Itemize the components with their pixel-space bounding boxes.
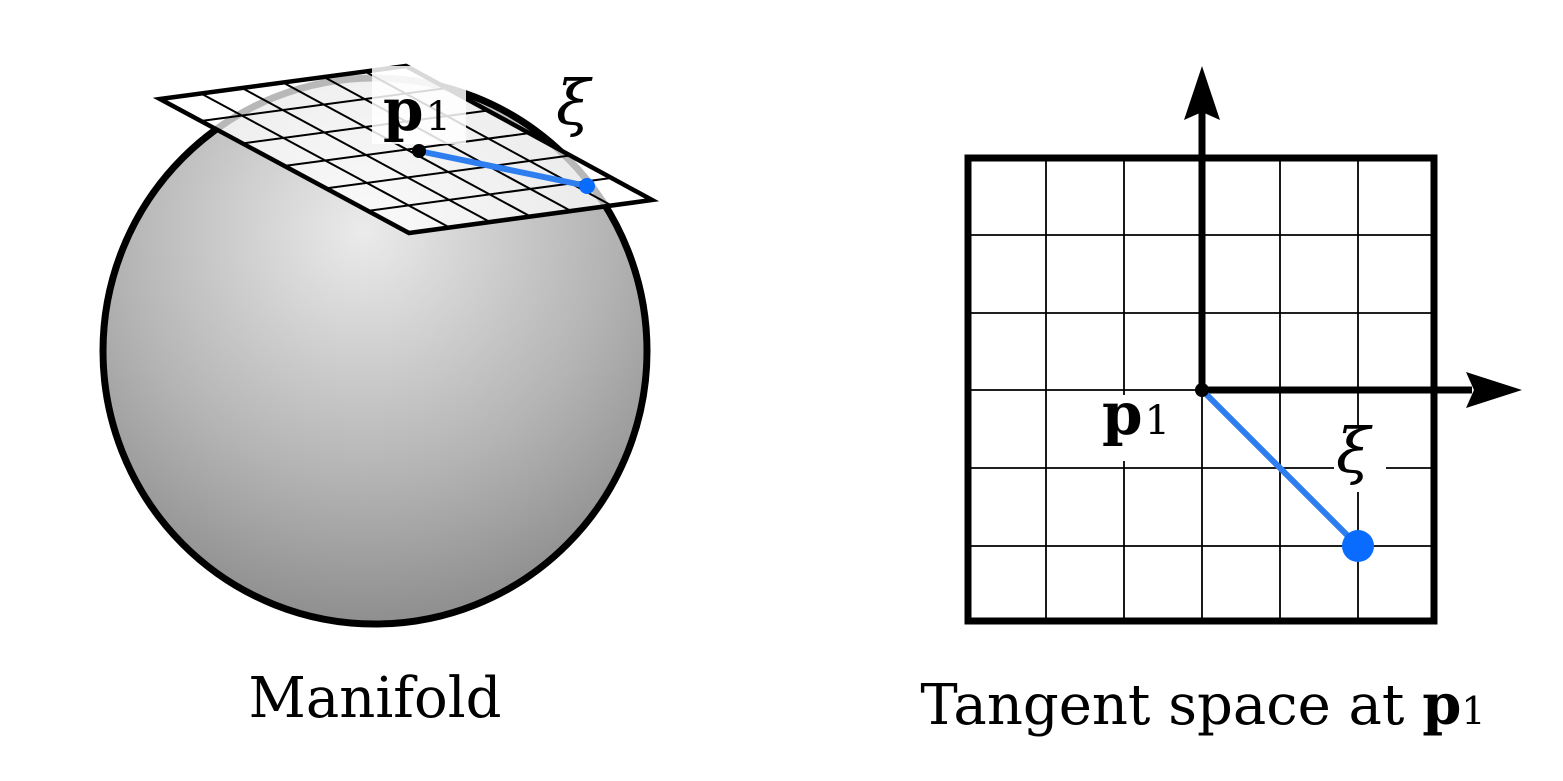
origin-label-backdrop [1100,395,1180,461]
axes [1184,66,1522,408]
tangent-plane-border [152,63,660,236]
vector-label: ξ [556,66,593,139]
tangent-space-caption: Tangent space at p1 [920,672,1485,738]
horizontal-axis-arrowhead [1466,372,1522,408]
origin-point [1195,383,1209,397]
tangent-space-panel: p1 ξ Tangent space at p1 [920,66,1522,738]
vertical-axis-arrowhead [1184,66,1220,120]
base-point [412,144,426,158]
tangent-vector [416,148,590,189]
vector-label-flat: ξ [1336,414,1373,487]
point-label: p1 [383,76,451,144]
vector-endpoint-flat [1342,530,1374,562]
origin-label: p1 [1102,380,1170,448]
point-label-backdrop [372,66,466,144]
manifold-panel: p1 ξ Manifold [99,63,660,731]
vector-label-backdrop [1334,426,1386,492]
vector-endpoint [579,178,595,194]
manifold-caption: Manifold [249,666,502,731]
tangent-vector-flat [1199,387,1361,549]
